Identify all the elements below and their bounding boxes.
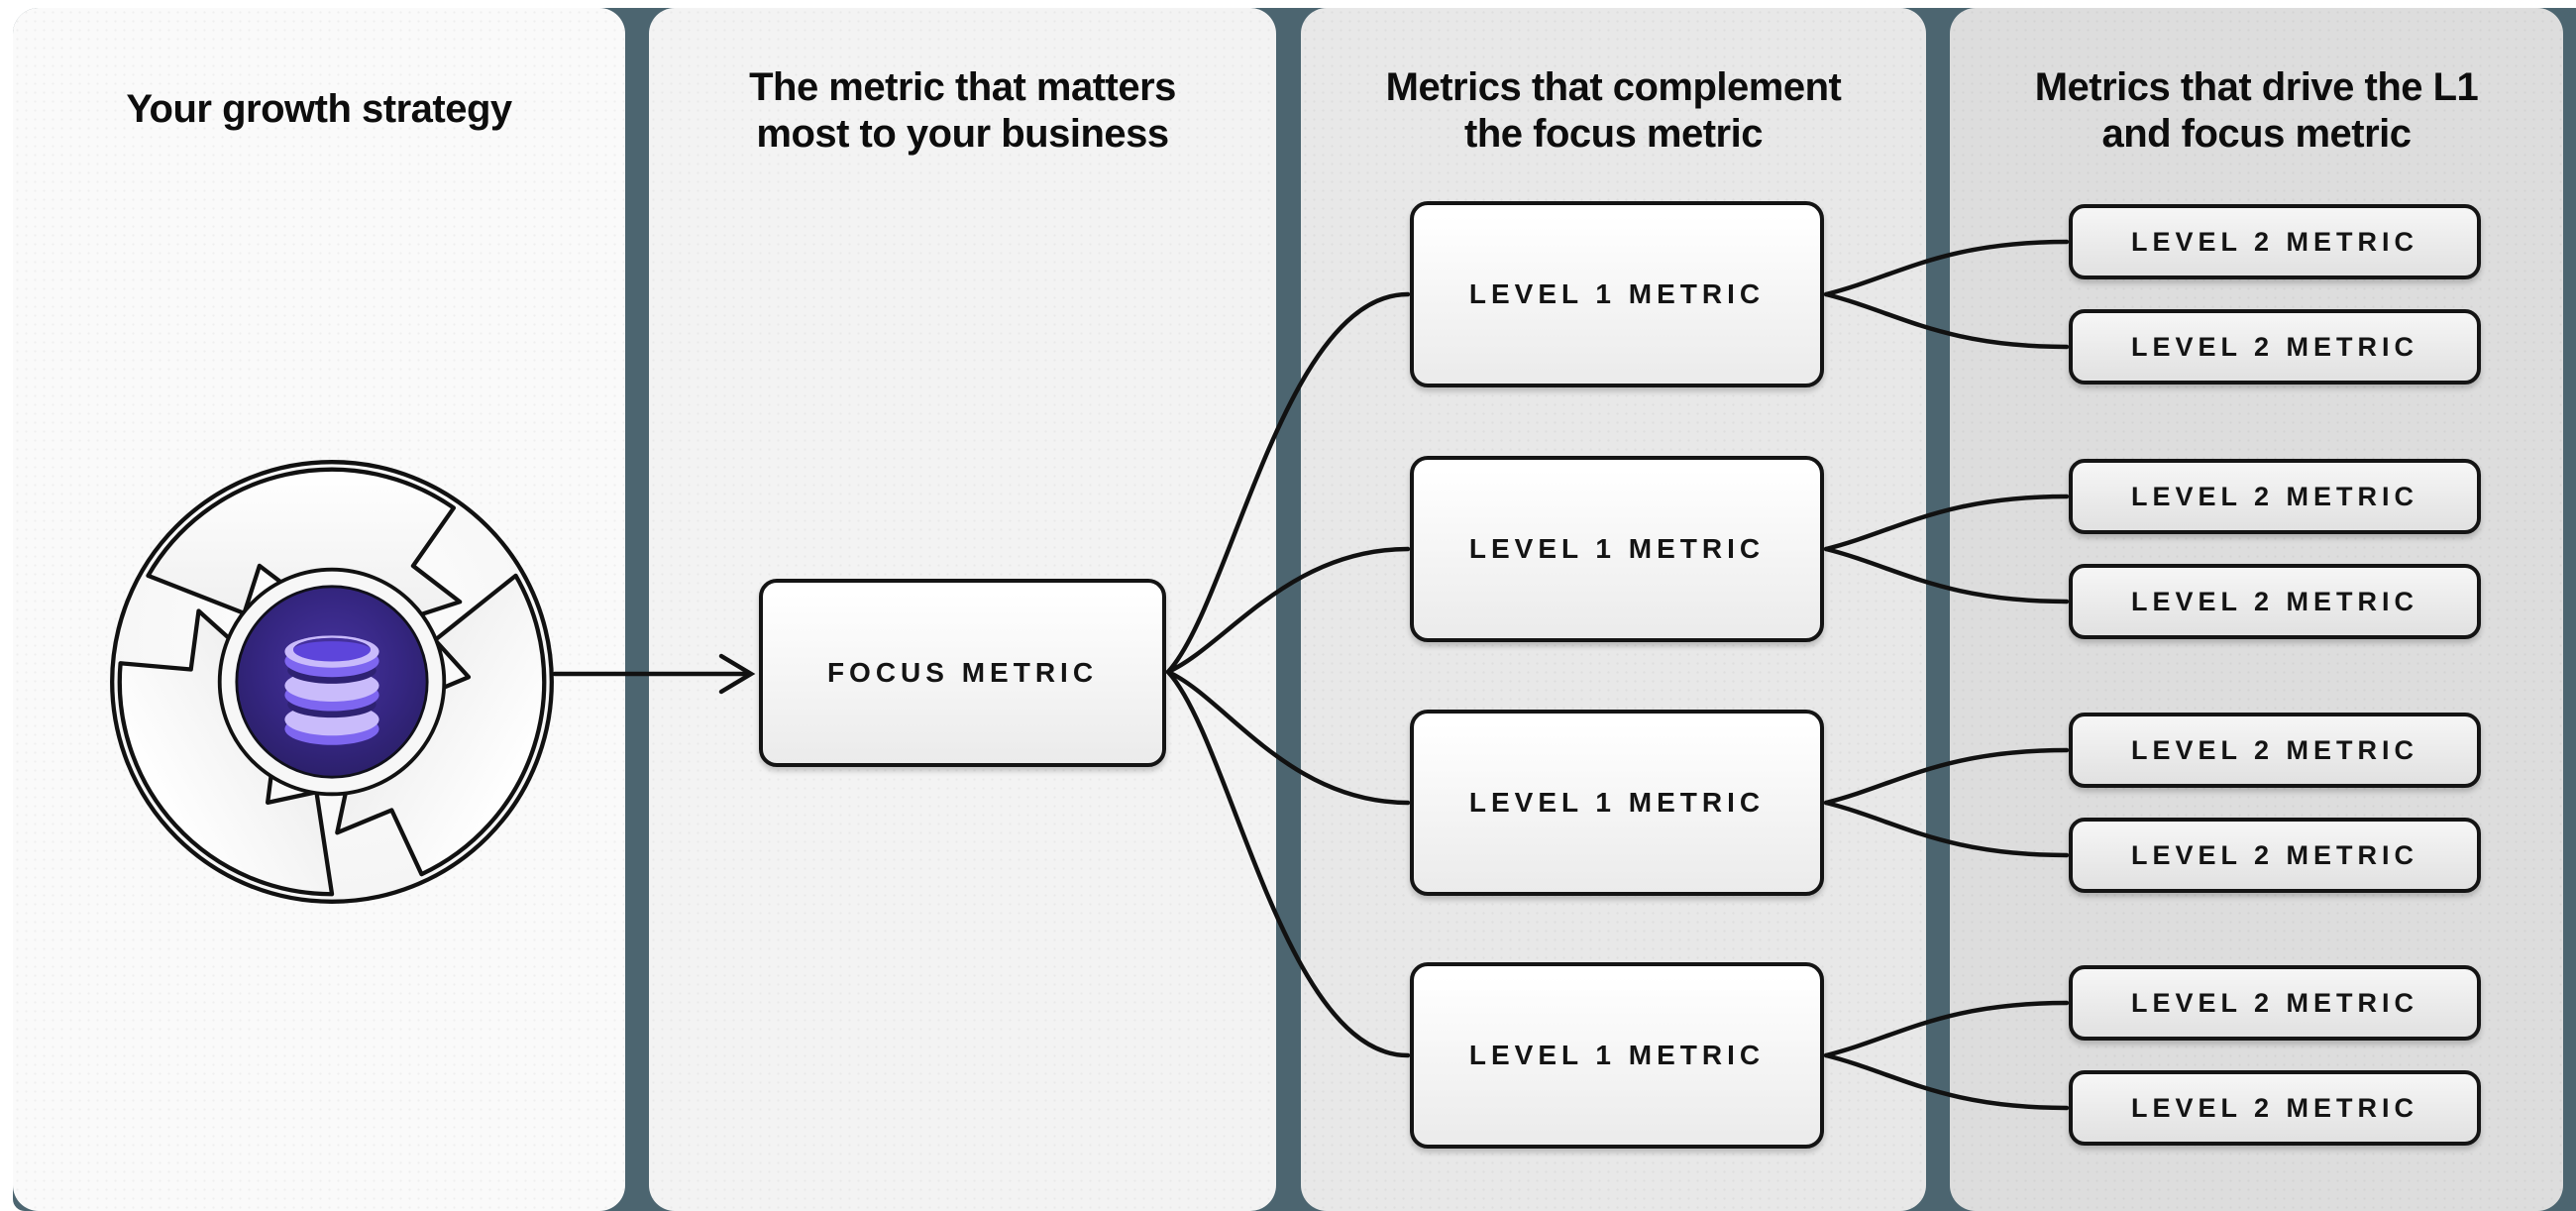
level2-metric-label: LEVEL 2 METRIC bbox=[2130, 586, 2419, 616]
panel-title-line: Metrics that complement bbox=[1385, 65, 1842, 109]
level2-metric-label: LEVEL 2 METRIC bbox=[2130, 481, 2419, 511]
panel-title-level1: Metrics that complement the focus metric bbox=[1301, 64, 1926, 158]
level2-metric-label: LEVEL 2 METRIC bbox=[2130, 734, 2419, 765]
level2-metric-label: LEVEL 2 METRIC bbox=[2130, 1092, 2419, 1123]
panel-title-line: Your growth strategy bbox=[126, 87, 512, 131]
level1-metric-label: LEVEL 1 METRIC bbox=[1468, 278, 1766, 309]
level1-metric-node: LEVEL 1 METRIC bbox=[1410, 710, 1824, 896]
level1-metric-node: LEVEL 1 METRIC bbox=[1410, 962, 1824, 1149]
database-icon bbox=[284, 635, 379, 745]
level2-metric-label: LEVEL 2 METRIC bbox=[2130, 839, 2419, 870]
level1-metric-node: LEVEL 1 METRIC bbox=[1410, 456, 1824, 642]
panel-title-growth-strategy: Your growth strategy bbox=[13, 86, 625, 133]
level2-metric-node: LEVEL 2 METRIC bbox=[2069, 564, 2481, 639]
level1-metric-label: LEVEL 1 METRIC bbox=[1468, 1040, 1766, 1070]
panel-title-line: and focus metric bbox=[2101, 112, 2412, 156]
level1-metric-label: LEVEL 1 METRIC bbox=[1468, 533, 1766, 564]
flywheel-blades bbox=[117, 467, 547, 897]
panel-title-level2: Metrics that drive the L1 and focus metr… bbox=[1950, 64, 2563, 158]
panel-title-line: The metric that matters bbox=[749, 65, 1176, 109]
level2-metric-node: LEVEL 2 METRIC bbox=[2069, 204, 2481, 279]
panel-level2-metrics: Metrics that drive the L1 and focus metr… bbox=[1950, 8, 2563, 1211]
level2-metric-label: LEVEL 2 METRIC bbox=[2130, 226, 2419, 257]
level2-metric-node: LEVEL 2 METRIC bbox=[2069, 965, 2481, 1041]
level2-metric-node: LEVEL 2 METRIC bbox=[2069, 713, 2481, 788]
level2-metric-node: LEVEL 2 METRIC bbox=[2069, 309, 2481, 385]
level2-metric-node: LEVEL 2 METRIC bbox=[2069, 459, 2481, 534]
focus-metric-label: FOCUS METRIC bbox=[826, 657, 1099, 688]
focus-metric-node: FOCUS METRIC bbox=[759, 579, 1166, 767]
panel-level1-metrics: Metrics that complement the focus metric… bbox=[1301, 8, 1926, 1211]
panel-title-line: the focus metric bbox=[1464, 112, 1763, 156]
level2-metric-node: LEVEL 2 METRIC bbox=[2069, 1070, 2481, 1146]
level2-metric-label: LEVEL 2 METRIC bbox=[2130, 987, 2419, 1018]
panel-title-line: most to your business bbox=[756, 112, 1169, 156]
level2-metric-label: LEVEL 2 METRIC bbox=[2130, 331, 2419, 362]
level1-metric-label: LEVEL 1 METRIC bbox=[1468, 787, 1766, 818]
panel-growth-strategy: Your growth strategy bbox=[13, 8, 625, 1211]
panel-title-focus-metric: The metric that matters most to your bus… bbox=[649, 64, 1276, 158]
level2-metric-node: LEVEL 2 METRIC bbox=[2069, 818, 2481, 893]
panel-focus-metric: The metric that matters most to your bus… bbox=[649, 8, 1276, 1211]
panel-title-line: Metrics that drive the L1 bbox=[2034, 65, 2479, 109]
level1-metric-node: LEVEL 1 METRIC bbox=[1410, 201, 1824, 387]
growth-flywheel-icon bbox=[110, 460, 554, 904]
